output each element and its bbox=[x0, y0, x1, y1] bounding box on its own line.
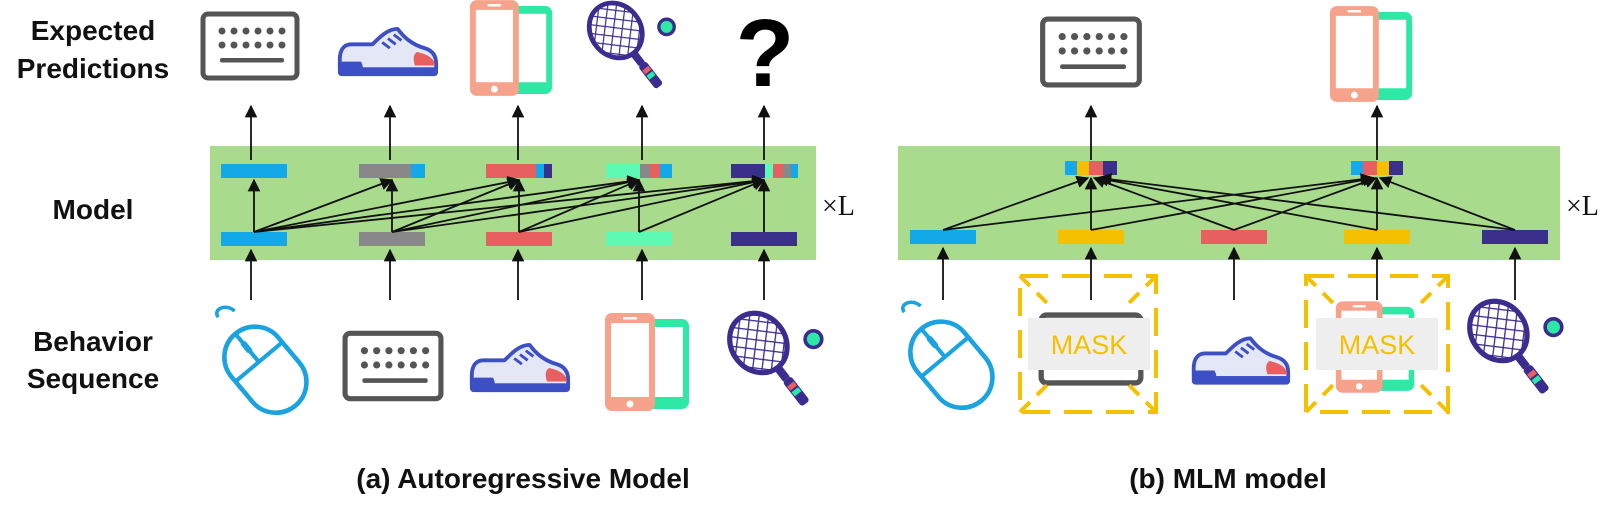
output-arrows bbox=[1084, 104, 1384, 160]
input-arrows bbox=[936, 246, 1522, 300]
input-arrows bbox=[244, 248, 771, 300]
keyboard-icon bbox=[1043, 19, 1140, 85]
input-tokens bbox=[221, 232, 797, 246]
phone-icon bbox=[605, 313, 689, 411]
behavior-label-line1: Behavior bbox=[33, 326, 153, 357]
token-bar bbox=[221, 164, 287, 178]
token-bar bbox=[1201, 230, 1267, 244]
token-bar bbox=[1344, 230, 1410, 244]
token-bar bbox=[731, 232, 797, 246]
racket-icon bbox=[718, 302, 827, 421]
mask-frame bbox=[1018, 274, 1158, 414]
panel-autoregressive: ×L ? (a) Autoregressive Model bbox=[203, 0, 855, 494]
question-icon: ? bbox=[736, 0, 795, 107]
model-label: Model bbox=[53, 194, 134, 225]
output-tokens bbox=[221, 164, 798, 178]
caption-b: (b) MLM model bbox=[1129, 463, 1327, 494]
mask-overlay bbox=[1028, 318, 1150, 370]
racket-icon bbox=[1458, 290, 1567, 409]
mask-label: MASK bbox=[1339, 330, 1416, 360]
shoe-icon bbox=[467, 342, 572, 395]
output-arrows bbox=[244, 104, 771, 160]
token-bar bbox=[486, 232, 552, 246]
token-bar bbox=[486, 164, 552, 178]
shoe-icon bbox=[335, 26, 440, 79]
token-bar bbox=[359, 232, 425, 246]
output-token bbox=[1065, 161, 1117, 175]
mask-label: MASK bbox=[1051, 330, 1128, 360]
attention-arrows bbox=[942, 173, 1516, 231]
row-labels: Expected Predictions Model Behavior Sequ… bbox=[17, 15, 169, 394]
masked-phone: MASK bbox=[1304, 274, 1450, 414]
token-bar bbox=[606, 164, 672, 178]
mouse-icon bbox=[898, 302, 1005, 420]
layers-label: ×L bbox=[1566, 191, 1599, 222]
input-tokens bbox=[910, 230, 1548, 244]
expected-label-line2: Predictions bbox=[17, 53, 169, 84]
behavior-label-line2: Sequence bbox=[27, 363, 159, 394]
racket-icon bbox=[578, 0, 679, 102]
token-bar bbox=[606, 232, 672, 246]
shoe-icon bbox=[1192, 338, 1290, 384]
token-bar bbox=[731, 164, 798, 178]
phone-icon bbox=[469, 0, 553, 96]
output-token bbox=[1351, 161, 1403, 175]
token-bar bbox=[1482, 230, 1548, 244]
caption-a: (a) Autoregressive Model bbox=[356, 463, 689, 494]
masked-keyboard: MASK bbox=[1018, 274, 1158, 414]
phone-icon bbox=[1329, 6, 1413, 102]
attention-arrows bbox=[247, 174, 771, 233]
expected-label-line1: Expected bbox=[31, 15, 156, 46]
panel-mlm: ×L MASK MASK (b) MLM mod bbox=[898, 6, 1599, 494]
layers-label: ×L bbox=[822, 191, 855, 222]
mouse-icon bbox=[212, 307, 319, 425]
keyboard-icon bbox=[203, 14, 297, 78]
token-bar bbox=[359, 164, 425, 178]
token-bar bbox=[1058, 230, 1124, 244]
token-bar bbox=[221, 232, 287, 246]
keyboard-icon bbox=[345, 333, 441, 398]
mask-overlay bbox=[1316, 318, 1438, 370]
token-bar bbox=[910, 230, 976, 244]
mask-frame bbox=[1304, 274, 1450, 414]
